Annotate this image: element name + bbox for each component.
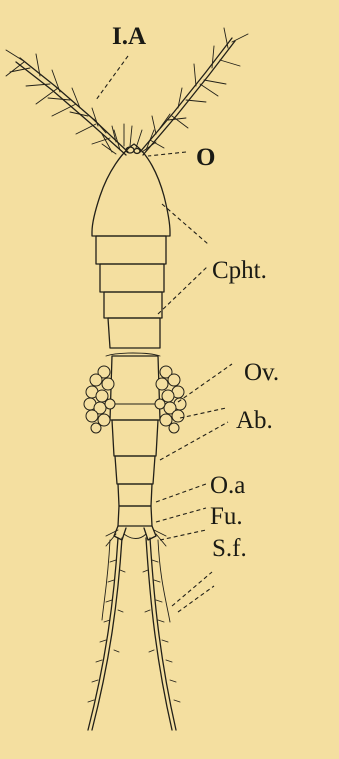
label-cephalothorax: Cpht. bbox=[212, 257, 267, 284]
label-ovisac: Ov. bbox=[244, 359, 279, 386]
label-oa: O.a bbox=[210, 472, 245, 499]
first-antenna-right bbox=[140, 28, 248, 155]
ovisac-right bbox=[155, 366, 186, 433]
abdomen-body bbox=[110, 356, 160, 526]
furcal-setae bbox=[88, 538, 180, 730]
label-first-antenna: I.A bbox=[112, 23, 146, 50]
label-setae-furcales: S.f. bbox=[212, 535, 247, 562]
label-furca: Fu. bbox=[210, 503, 243, 530]
first-antenna-left bbox=[6, 50, 128, 155]
ovisac-left bbox=[84, 366, 115, 433]
label-eye: O bbox=[196, 144, 215, 171]
furca bbox=[106, 526, 166, 546]
cephalothorax-body bbox=[92, 144, 170, 356]
label-abdomen: Ab. bbox=[236, 407, 273, 434]
